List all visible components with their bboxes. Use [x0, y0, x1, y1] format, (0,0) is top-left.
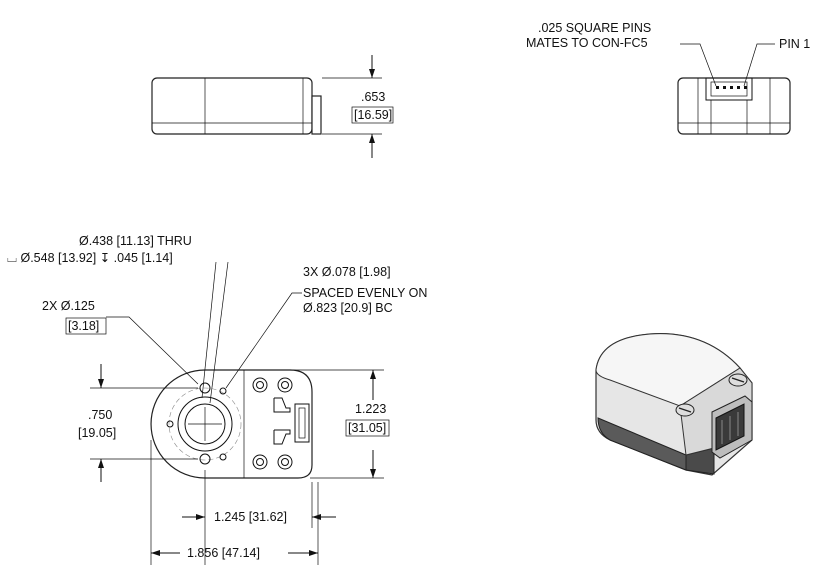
pin-holes-line2: [3.18]	[68, 319, 99, 333]
mount-hole-2	[219, 453, 227, 461]
bolt-circle	[168, 387, 242, 461]
iso-screw-2	[675, 403, 695, 417]
thru-hole-callout: Ø.438 [11.13] THRU	[79, 234, 192, 248]
counterbore-callout: ⌴ Ø.548 [13.92] ↧ .045 [1.14]	[7, 251, 173, 265]
mount-holes-line2: SPACED EVENLY ON	[303, 286, 427, 300]
side-height-inch: .653	[361, 90, 385, 104]
connector-pins	[716, 86, 747, 89]
spacing-inch: .750	[88, 408, 112, 422]
counterbore	[177, 396, 233, 452]
isometric-view	[595, 333, 753, 476]
mount-holes-line1: 3X Ø.078 [1.98]	[303, 265, 391, 279]
iso-screw-1	[728, 373, 748, 387]
pin1-label: PIN 1	[779, 37, 810, 51]
width2-dim: 1.856 [47.14]	[187, 546, 260, 560]
side-view: .653 [16.59]	[151, 55, 394, 158]
pin-holes-line1: 2X Ø.125	[42, 299, 95, 313]
top-view: .750 [19.05] 1.223 [31.05] 1.245 [31.62]…	[7, 234, 427, 565]
width1-dim: 1.245 [31.62]	[214, 510, 287, 524]
height-inch: 1.223	[355, 402, 386, 416]
mount-hole-1	[219, 387, 227, 395]
thru-hole	[184, 403, 226, 445]
mount-hole-3	[166, 420, 174, 428]
pin-note-line2: MATES TO CON-FC5	[526, 36, 648, 50]
spacing-mm: [19.05]	[78, 426, 116, 440]
pin-note-line1: .025 SQUARE PINS	[538, 21, 651, 35]
height-mm: [31.05]	[348, 421, 386, 435]
end-view: .025 SQUARE PINS MATES TO CON-FC5 PIN 1	[526, 21, 810, 135]
side-height-mm: [16.59]	[354, 108, 392, 122]
pin-hole-bottom	[199, 453, 211, 465]
pin-hole-top	[199, 382, 211, 394]
mount-holes-line3: Ø.823 [20.9] BC	[303, 301, 393, 315]
